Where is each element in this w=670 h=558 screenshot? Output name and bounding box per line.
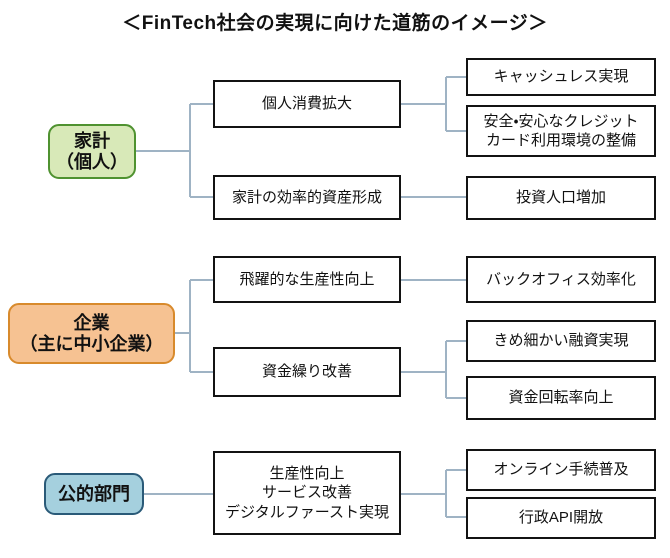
level3-node-household-1-label: 安全・安心なクレジット カード利用環境の整備 bbox=[483, 112, 639, 149]
level2-node-household-1[interactable]: 家計の効率的資産形成 bbox=[213, 175, 401, 220]
level3-node-company-2-label: 資金回転率向上 bbox=[508, 389, 614, 407]
level3-node-household-2-label: 投資人口増加 bbox=[515, 189, 606, 207]
root-node-household[interactable]: 家計 （個人） bbox=[48, 124, 136, 179]
level2-node-public-0-label: 生産性向上 サービス改善 デジタルファースト実現 bbox=[225, 465, 389, 521]
level2-node-household-0[interactable]: 個人消費拡大 bbox=[213, 80, 401, 128]
level2-node-public-0[interactable]: 生産性向上 サービス改善 デジタルファースト実現 bbox=[213, 451, 401, 535]
level3-node-household-1[interactable]: 安全・安心なクレジット カード利用環境の整備 bbox=[466, 105, 656, 157]
level2-node-household-1-label: 家計の効率的資産形成 bbox=[231, 188, 382, 206]
level3-node-company-0-label: バックオフィス効率化 bbox=[486, 270, 636, 288]
level3-node-household-0-label: キャッシュレス実現 bbox=[493, 68, 629, 86]
level3-node-company-0[interactable]: バックオフィス効率化 bbox=[466, 256, 656, 303]
root-node-household-label: 家計 （個人） bbox=[56, 130, 128, 172]
level3-node-household-0[interactable]: キャッシュレス実現 bbox=[466, 58, 656, 96]
root-node-public-label: 公的部門 bbox=[58, 483, 130, 504]
level2-node-company-0-label: 飛躍的な生産性向上 bbox=[239, 270, 375, 288]
level3-node-public-0-label: オンライン手続普及 bbox=[493, 461, 629, 479]
root-node-public[interactable]: 公的部門 bbox=[44, 473, 144, 515]
level2-node-company-1[interactable]: 資金繰り改善 bbox=[213, 347, 401, 397]
level2-node-household-0-label: 個人消費拡大 bbox=[261, 95, 352, 113]
root-node-company-label: 企業 （主に中小企業） bbox=[19, 312, 164, 354]
level3-node-company-2[interactable]: 資金回転率向上 bbox=[466, 376, 656, 420]
level3-node-household-2[interactable]: 投資人口増加 bbox=[466, 176, 656, 220]
level3-node-public-1[interactable]: 行政API開放 bbox=[466, 497, 656, 539]
level3-node-public-1-label: 行政API開放 bbox=[518, 509, 604, 527]
page-title: ＜FinTech社会の実現に向けた道筋のイメージ＞ bbox=[122, 13, 548, 34]
level2-node-company-1-label: 資金繰り改善 bbox=[261, 363, 352, 381]
root-node-company[interactable]: 企業 （主に中小企業） bbox=[8, 303, 175, 364]
level2-node-company-0[interactable]: 飛躍的な生産性向上 bbox=[213, 256, 401, 303]
level3-node-company-1-label: きめ細かい融資実現 bbox=[493, 332, 629, 350]
level3-node-public-0[interactable]: オンライン手続普及 bbox=[466, 449, 656, 491]
level3-node-company-1[interactable]: きめ細かい融資実現 bbox=[466, 320, 656, 362]
